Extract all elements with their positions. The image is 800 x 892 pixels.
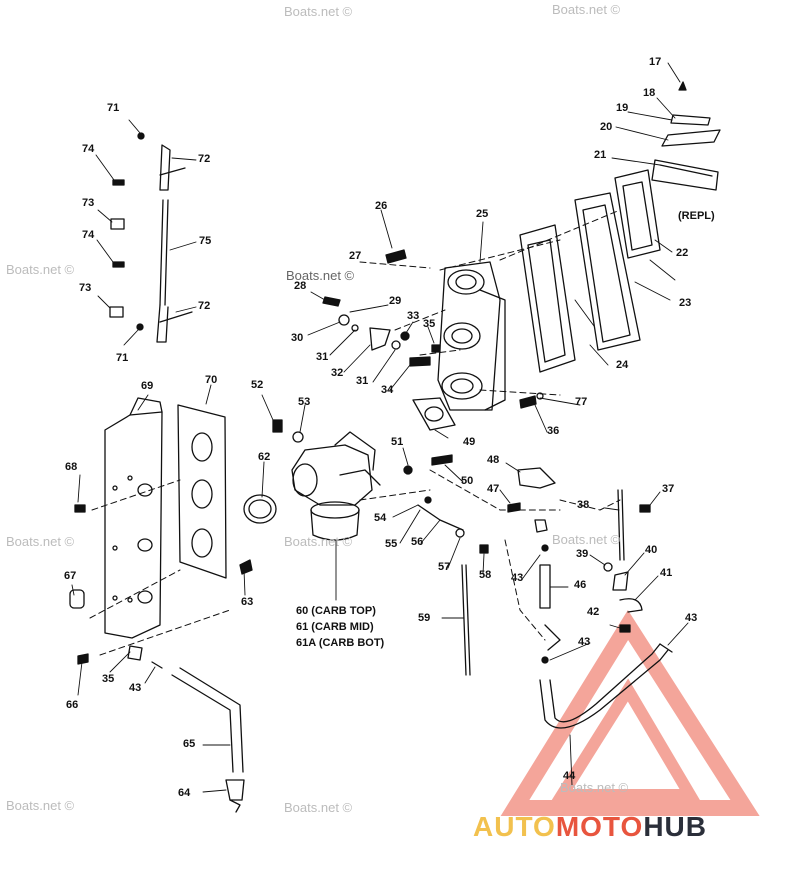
callout-64: 64: [178, 787, 191, 799]
callout-25: 25: [476, 208, 489, 220]
callout-72b: 72: [198, 300, 211, 312]
callout-23: 23: [679, 297, 692, 309]
hose-65: [171, 667, 245, 813]
watermark: Boats.net ©: [6, 262, 75, 277]
callout-17: 17: [649, 56, 662, 68]
watermark: Boats.net ©: [560, 780, 629, 795]
exhaust-cover: [104, 397, 163, 639]
callout-57: 57: [438, 561, 451, 573]
callout-74: 74: [82, 143, 95, 155]
carb-bot-label: 61A (CARB BOT): [296, 636, 385, 649]
reed-plates: [519, 169, 661, 373]
callout-43: 43: [511, 572, 524, 584]
callout-41: 41: [660, 567, 673, 579]
callout-73b: 73: [79, 282, 92, 294]
callout-52: 52: [251, 379, 264, 391]
carb-mid-label: 61 (CARB MID): [296, 620, 374, 633]
callout-40: 40: [645, 544, 658, 556]
callout-39: 39: [576, 548, 589, 560]
callout-54: 54: [374, 512, 387, 524]
callout-69: 69: [141, 380, 154, 392]
callout-24: 24: [616, 359, 629, 371]
fuel-hose-44: [539, 643, 673, 729]
callout-30: 30: [291, 332, 304, 344]
callout-50: 50: [461, 475, 474, 487]
callout-77: 77: [575, 396, 588, 408]
callout-59: 59: [418, 612, 431, 624]
throttle-linkage: [109, 132, 193, 343]
callout-18: 18: [643, 87, 656, 99]
callout-42: 42: [587, 606, 600, 618]
callout-22: 22: [676, 247, 689, 259]
callout-70: 70: [205, 374, 218, 386]
callout-27: 27: [349, 250, 362, 262]
callout-68: 68: [65, 461, 78, 473]
callout-66: 66: [66, 699, 79, 711]
carb-top-label: 60 (CARB TOP): [296, 605, 376, 617]
carb-caption: 60 (CARB TOP) 61 (CARB MID) 61A (CARB BO…: [296, 604, 384, 652]
callout-31: 31: [316, 351, 329, 363]
callout-44: 44: [563, 770, 576, 782]
callout-31b: 31: [356, 375, 369, 387]
callout-58: 58: [479, 569, 492, 581]
callout-32: 32: [331, 367, 344, 379]
callout-56: 56: [411, 536, 424, 548]
callout-37: 37: [662, 483, 675, 495]
callout-43d: 43: [129, 682, 142, 694]
callout-20: 20: [600, 121, 613, 133]
callout-47: 47: [487, 483, 500, 495]
callout-28: 28: [294, 280, 307, 292]
logo-auto: AUTO: [473, 811, 556, 842]
callout-35b: 35: [102, 673, 115, 685]
callout-43b: 43: [578, 636, 591, 648]
watermark: Boats.net ©: [284, 534, 353, 549]
watermark: Boats.net ©: [286, 268, 355, 283]
carburetor: [291, 431, 381, 541]
logo-moto: MOTO: [555, 811, 644, 842]
watermark: Boats.net ©: [6, 534, 75, 549]
callout-73: 73: [82, 197, 95, 209]
callout-65: 65: [183, 738, 196, 750]
automotohub-logo: AUTOMOTOHUB: [473, 811, 707, 843]
callout-21: 21: [594, 149, 607, 161]
callout-49: 49: [463, 436, 476, 448]
callout-74b: 74: [82, 229, 95, 241]
watermark: Boats.net ©: [6, 798, 75, 813]
callout-55: 55: [385, 538, 398, 550]
repl-note: (REPL): [678, 210, 715, 222]
callout-19: 19: [616, 102, 629, 114]
callout-33: 33: [407, 310, 420, 322]
watermark: Boats.net ©: [552, 2, 621, 17]
callout-34: 34: [381, 384, 394, 396]
watermark: Boats.net ©: [284, 800, 353, 815]
watermark: Boats.net ©: [284, 4, 353, 19]
logo-hub: HUB: [643, 811, 707, 842]
callout-43c: 43: [685, 612, 698, 624]
callout-67: 67: [64, 570, 77, 582]
intake-manifold: [437, 261, 506, 411]
callout-38: 38: [577, 499, 590, 511]
callout-26: 26: [375, 200, 388, 212]
callout-48: 48: [487, 454, 500, 466]
callout-71b: 71: [116, 352, 129, 364]
callout-62: 62: [258, 451, 271, 463]
callout-35: 35: [423, 318, 436, 330]
callout-75: 75: [199, 235, 212, 247]
watermark: Boats.net ©: [552, 532, 621, 547]
exhaust-gasket: [177, 404, 227, 579]
callout-72: 72: [198, 153, 211, 165]
callout-63: 63: [241, 596, 254, 608]
callout-29: 29: [389, 295, 402, 307]
logo-triangle: [500, 609, 760, 816]
callout-36: 36: [547, 425, 560, 437]
callout-51: 51: [391, 436, 404, 448]
callout-71: 71: [107, 102, 120, 114]
callout-46: 46: [574, 579, 587, 591]
reed-block: [651, 81, 721, 191]
callout-53: 53: [298, 396, 311, 408]
